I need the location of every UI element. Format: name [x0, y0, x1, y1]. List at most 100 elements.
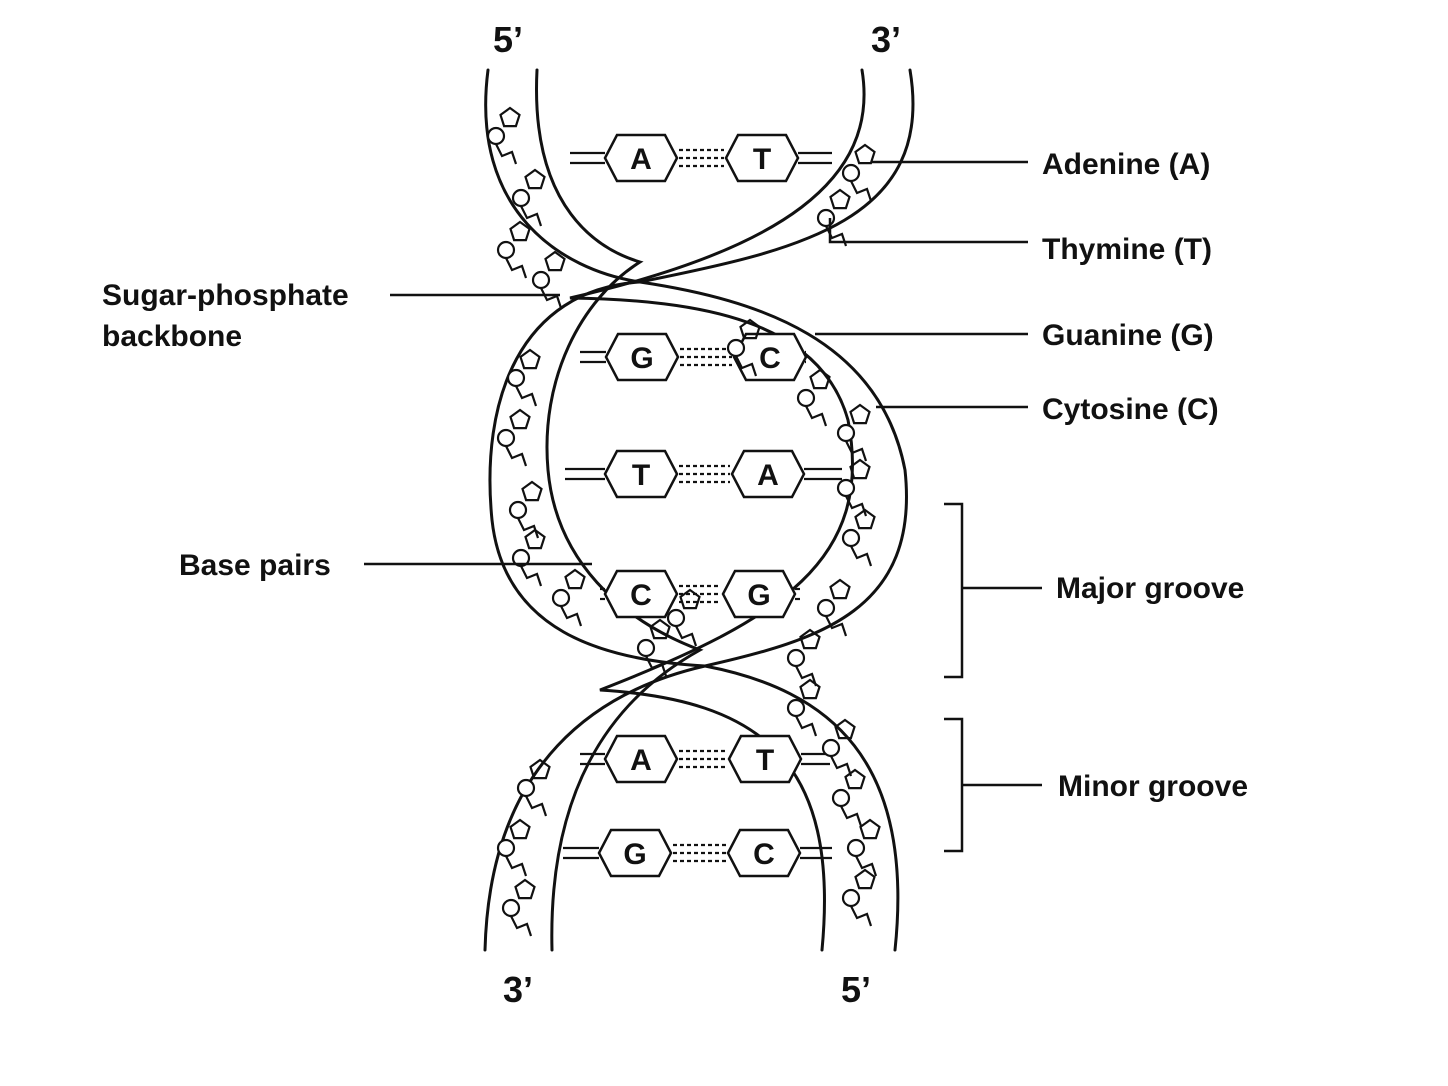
phosphate-circle-icon — [846, 838, 866, 858]
strand-edge-a-outer — [483, 68, 706, 952]
sugar-ring-icon — [509, 220, 531, 242]
backbone-nucleotide — [816, 188, 851, 247]
sugar-ring-icon — [859, 818, 881, 840]
backbone-nucleotide — [786, 628, 821, 687]
backbone-nucleotide — [821, 718, 856, 777]
phosphate-bond — [540, 287, 563, 309]
base-right-letter: T — [753, 143, 771, 176]
sugar-ring-icon — [524, 168, 546, 190]
base-right-letter: A — [757, 459, 779, 492]
phosphate-circle-icon — [496, 838, 516, 858]
left-labels: Sugar-phosphate backbone Base pairs — [102, 279, 592, 582]
phosphate-bond — [805, 405, 828, 427]
sugar-ring-icon — [799, 678, 821, 700]
backbone-nucleotide — [496, 818, 531, 877]
minor-groove-bracket — [944, 717, 964, 853]
phosphate-circle-icon — [836, 423, 856, 443]
base-right-letter: G — [747, 579, 770, 612]
backbone-nucleotide — [511, 528, 546, 587]
base-left-letter: G — [623, 838, 646, 871]
sugar-ring-icon — [564, 568, 586, 590]
phosphate-bond — [830, 755, 853, 777]
phosphate-bond — [675, 625, 698, 647]
base-right-hexagon — [724, 133, 800, 183]
phosphate-bond — [795, 665, 818, 687]
base-right-hexagon — [721, 569, 797, 619]
phosphate-circle-icon — [841, 528, 861, 548]
base-right-hexagon — [730, 449, 806, 499]
base-right-letter: C — [759, 342, 781, 375]
phosphate-circle-icon — [841, 888, 861, 908]
phosphate-circle-icon — [531, 270, 551, 290]
phosphate-bond — [505, 257, 528, 279]
backbone-nucleotide — [726, 318, 761, 377]
phosphate-circle-icon — [836, 478, 856, 498]
phosphate-circle-icon — [511, 548, 531, 568]
sugar-ring-icon — [509, 408, 531, 430]
base-right-letter: T — [756, 744, 774, 777]
phosphate-bond — [645, 655, 668, 677]
phosphate-bond — [495, 143, 518, 165]
base-left-letter: T — [632, 459, 650, 492]
sugar-ring-icon — [809, 368, 831, 390]
sugar-ring-icon — [509, 818, 531, 840]
phosphate-bond — [525, 795, 548, 817]
strand-edge-b-outer — [639, 68, 915, 952]
base-left-hexagon — [603, 569, 679, 619]
sugar-ring-icon — [834, 718, 856, 740]
backbone-nucleotide — [496, 220, 531, 279]
phosphate-circle-icon — [496, 240, 516, 260]
end-label-top-left: 5’ — [493, 19, 523, 60]
sugar-ring-icon — [799, 628, 821, 650]
major-groove-label: Major groove — [1056, 572, 1244, 605]
base-left-letter: C — [630, 579, 652, 612]
sugar-ring-icon — [854, 508, 876, 530]
backbone-nucleotide — [831, 768, 866, 827]
backbone-nucleotide — [796, 368, 831, 427]
phosphate-circle-icon — [841, 163, 861, 183]
sugar-ring-icon — [529, 758, 551, 780]
backbone-label-line2: backbone — [102, 320, 242, 353]
phosphate-circle-icon — [831, 788, 851, 808]
backbone-nucleotide — [501, 878, 536, 937]
adenine-label: Adenine (A) — [1042, 148, 1210, 181]
phosphate-bond — [510, 915, 533, 937]
strand-ends: 5’ 3’ 3’ 5’ — [493, 19, 901, 1010]
major-groove-bracket — [944, 502, 964, 679]
phosphate-circle-icon — [786, 648, 806, 668]
backbone-nucleotide — [841, 868, 876, 927]
backbone-nucleotide — [841, 508, 876, 567]
backbone-nucleotide — [816, 578, 851, 637]
strand-edge-b-inner — [569, 68, 866, 952]
phosphate-circle-icon — [726, 338, 746, 358]
base-right-hexagon — [732, 332, 808, 382]
base-left-letter: G — [630, 342, 653, 375]
backbone-nucleotide — [511, 168, 546, 227]
sugar-ring-icon — [544, 250, 566, 272]
phosphate-circle-icon — [796, 388, 816, 408]
phosphate-bond — [735, 355, 758, 377]
sugar-ring-icon — [849, 403, 871, 425]
sugar-ring-icon — [499, 106, 521, 128]
backbone-nucleotide — [551, 568, 586, 627]
backbone-nucleotide — [508, 480, 543, 539]
phosphate-circle-icon — [786, 698, 806, 718]
backbone-label-line1: Sugar-phosphate — [102, 279, 349, 312]
backbone-nucleotide — [666, 588, 701, 647]
phosphate-bond — [515, 385, 538, 407]
backbone-nucleotide — [836, 403, 871, 462]
phosphate-circle-icon — [486, 126, 506, 146]
right-labels: Adenine (A) Thymine (T) Guanine (G) Cyto… — [815, 148, 1248, 853]
phosphate-circle-icon — [816, 208, 836, 228]
phosphate-circle-icon — [501, 898, 521, 918]
guanine-label: Guanine (G) — [1042, 319, 1214, 352]
phosphate-circle-icon — [508, 500, 528, 520]
base-left-hexagon — [604, 332, 680, 382]
base-left-letter: A — [630, 143, 652, 176]
backbone-nucleotide — [841, 143, 876, 202]
